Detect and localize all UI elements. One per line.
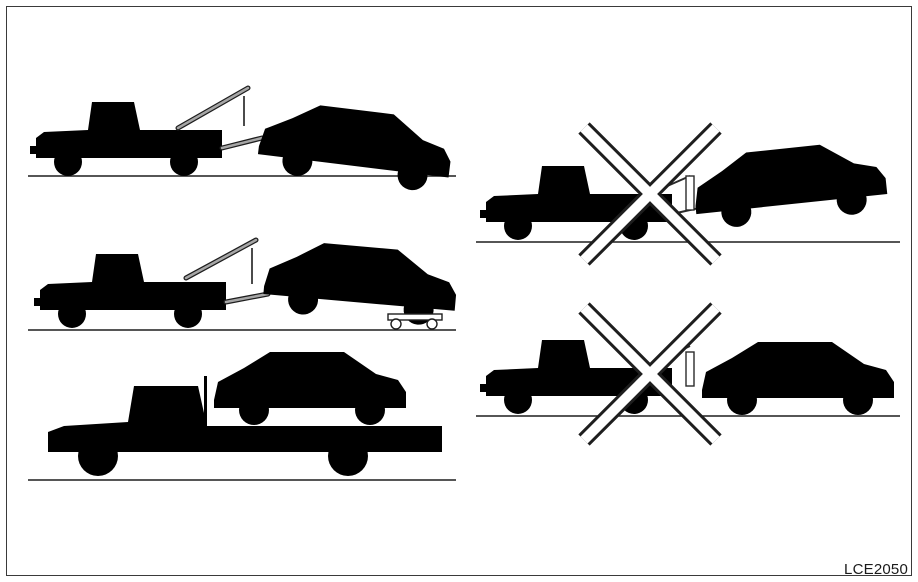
tow-truck-icon <box>30 102 222 176</box>
tow-boom <box>175 85 265 151</box>
prohibited-cross-icon <box>578 302 722 446</box>
scene-wheel-lift-front-up-prohibited <box>476 122 900 266</box>
figure-code: LCE2050 <box>844 561 908 578</box>
towed-suv-icon <box>690 138 890 231</box>
towed-suv-icon <box>255 98 456 195</box>
tow-truck-icon <box>34 254 226 328</box>
scene-wheel-lift-with-dollies <box>28 237 460 331</box>
carried-suv-icon <box>214 352 406 425</box>
tow-boom <box>183 237 271 305</box>
prohibited-cross-icon <box>578 122 722 266</box>
tow-dolly-icon <box>387 313 443 330</box>
scene-wheel-lift-rear-up <box>28 85 456 195</box>
scene-flatbed <box>28 352 456 481</box>
scene-sling-tow-prohibited <box>476 302 900 446</box>
towed-suv-icon <box>702 342 894 415</box>
